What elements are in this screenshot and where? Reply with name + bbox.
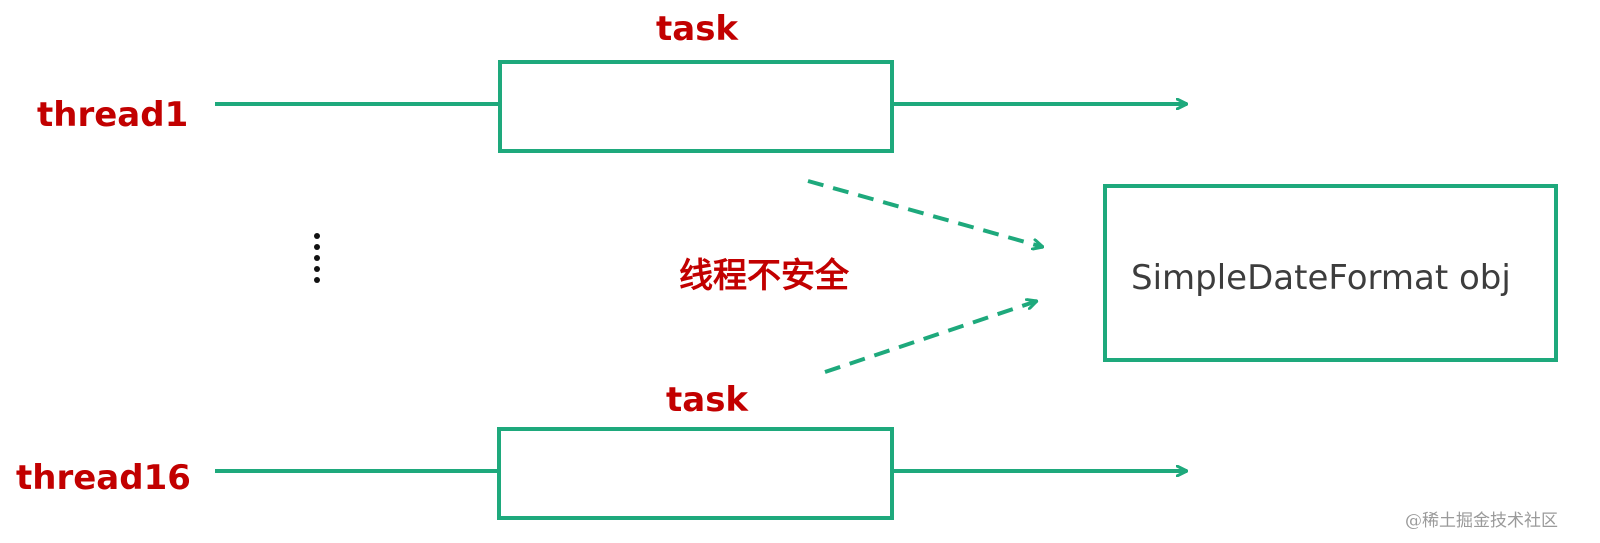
dashed-arrow-from-thread1 [807,179,1043,247]
shared-object-label: SimpleDateFormat obj [1131,258,1511,298]
dashed-arrow-from-thread16 [824,301,1037,374]
shared-object-box [1103,184,1558,362]
thread1-label: thread1 [37,95,189,135]
thread16-task-label: task [666,380,749,420]
thread1-task-box [498,60,894,153]
thread16-task-box [497,427,894,520]
vertical-ellipsis-icon [314,233,320,285]
watermark: @稀土掘金技术社区 [1405,511,1558,531]
thread-unsafe-label: 线程不安全 [679,256,849,296]
thread1-task-label: task [656,9,739,49]
thread16-label: thread16 [16,458,191,498]
